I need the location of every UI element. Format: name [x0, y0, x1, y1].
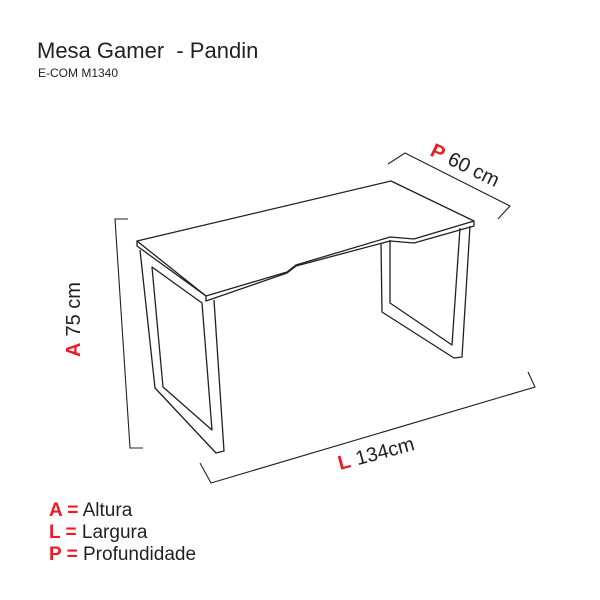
product-title: Mesa Gamer - Pandin [37, 38, 259, 63]
depth-label: P60 cm [427, 140, 503, 192]
svg-text:L134cm: L134cm [336, 433, 417, 475]
legend-label: Profundidade [83, 544, 197, 565]
legend-item-largura: L = Largura [49, 522, 196, 544]
legend-key: P = [49, 544, 78, 565]
depth-dimension-line [387, 152, 511, 220]
height-key: A [63, 343, 85, 357]
desk-top [136, 180, 475, 302]
depth-key: P [427, 140, 449, 166]
width-label: L134cm [336, 433, 417, 475]
product-code: E-COM M1340 [38, 66, 119, 80]
width-value: 134cm [353, 433, 417, 470]
legend-label: Altura [82, 500, 133, 521]
legend: A = Altura L = Largura P = Profundidade [49, 500, 196, 566]
legend-key: A = [49, 500, 79, 521]
depth-value: 60 cm [444, 148, 503, 192]
legend-item-altura: A = Altura [49, 500, 196, 522]
width-dimension-line [199, 371, 536, 484]
svg-text:A75 cm: A 75 cm [63, 282, 85, 357]
legend-item-profundidade: P = Profundidade [49, 544, 196, 566]
svg-text:P60 cm: P60 cm [427, 140, 503, 192]
height-label: A 75 cm [63, 282, 85, 357]
right-leg [380, 225, 471, 359]
height-value: 75 cm [63, 282, 85, 336]
height-dimension-line [114, 218, 143, 449]
width-key: L [336, 450, 353, 474]
legend-key: L = [49, 522, 77, 543]
left-leg [139, 249, 225, 454]
legend-label: Largura [81, 522, 148, 543]
